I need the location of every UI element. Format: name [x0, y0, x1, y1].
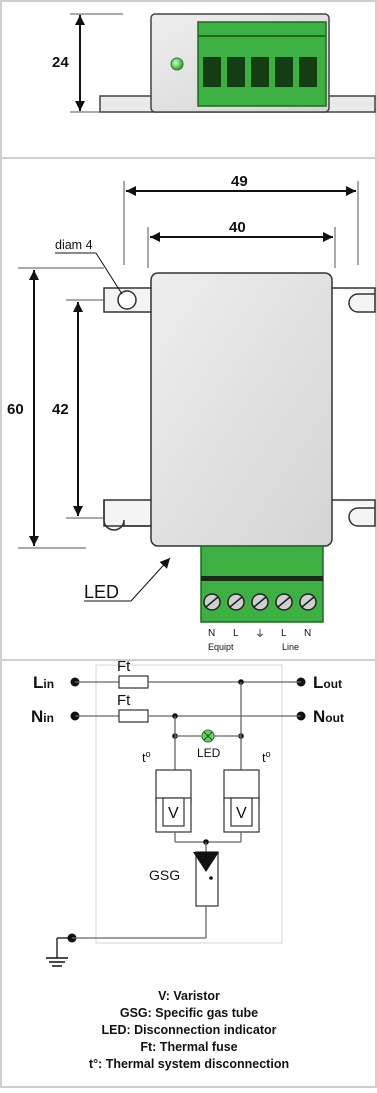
legend-line-5: t°: Thermal system disconnection — [89, 1057, 289, 1071]
thermal-element-right — [223, 769, 260, 803]
legend-line-1: V: Varistor — [158, 989, 220, 1003]
l-in-label: Lin — [33, 673, 54, 692]
schematic-enclosure — [95, 664, 283, 944]
schematic: Lin Nin Lout Nout Ft Ft LED to — [31, 658, 344, 1071]
terminal-slot-1 — [203, 57, 221, 87]
varistor-label-left: V — [168, 805, 179, 822]
led-indicator — [170, 57, 184, 71]
flange-bottom-right — [330, 499, 376, 527]
n-in-label: Nin — [31, 707, 54, 726]
thermal-fuse-n — [118, 709, 149, 723]
legend-line-3: LED: Disconnection indicator — [101, 1023, 276, 1037]
terminal-label-3: ⏚ — [255, 628, 265, 640]
terminal-slot-3 — [251, 57, 269, 87]
hole-diameter-label: diam 4 — [55, 238, 93, 252]
led-leader-arrow — [130, 557, 171, 602]
top-view: 49 40 diam 4 60 42 — [7, 173, 376, 652]
width-outer-label: 49 — [231, 173, 248, 190]
module-body-top — [150, 272, 333, 547]
side-view: 24 — [52, 13, 376, 113]
height-dimension-label: 24 — [52, 54, 69, 71]
l-out-label: Lout — [313, 673, 342, 692]
terminal-label-2: L — [233, 628, 239, 639]
ft-label-n: Ft — [117, 692, 131, 709]
flange-top-right — [330, 287, 376, 313]
thermal-fuse-l — [118, 675, 149, 689]
thermal-label-right: to — [262, 749, 271, 765]
height-holes-label: 42 — [52, 401, 69, 418]
group-label-line: Line — [282, 642, 299, 652]
led-label: LED — [84, 582, 119, 602]
mounting-hole — [117, 290, 137, 310]
gsg-label: GSG — [149, 867, 180, 883]
thermal-element-left — [155, 769, 192, 803]
terminal-label-1: N — [208, 628, 215, 639]
terminal-block-top — [200, 545, 324, 623]
terminal-block-stripe — [201, 576, 323, 581]
ft-label-l: Ft — [117, 658, 131, 675]
terminal-slot-2 — [227, 57, 245, 87]
led-symbol-label: LED — [197, 746, 221, 760]
n-out-label: Nout — [313, 707, 344, 726]
height-total-label: 60 — [7, 401, 24, 418]
gas-tube-triangle — [193, 852, 219, 872]
group-label-equipt: Equipt — [208, 642, 234, 652]
terminal-label-4: L — [281, 628, 287, 639]
width-inner-label: 40 — [229, 219, 246, 236]
legend-line-4: Ft: Thermal fuse — [140, 1040, 237, 1054]
hole-leader-line — [95, 252, 123, 295]
terminal-slot-5 — [299, 57, 317, 87]
legend-line-2: GSG: Specific gas tube — [120, 1006, 258, 1020]
terminal-label-5: N — [304, 628, 311, 639]
varistor-label-right: V — [236, 805, 247, 822]
thermal-label-left: to — [142, 749, 151, 765]
terminal-screws — [203, 593, 317, 611]
terminal-slot-4 — [275, 57, 293, 87]
